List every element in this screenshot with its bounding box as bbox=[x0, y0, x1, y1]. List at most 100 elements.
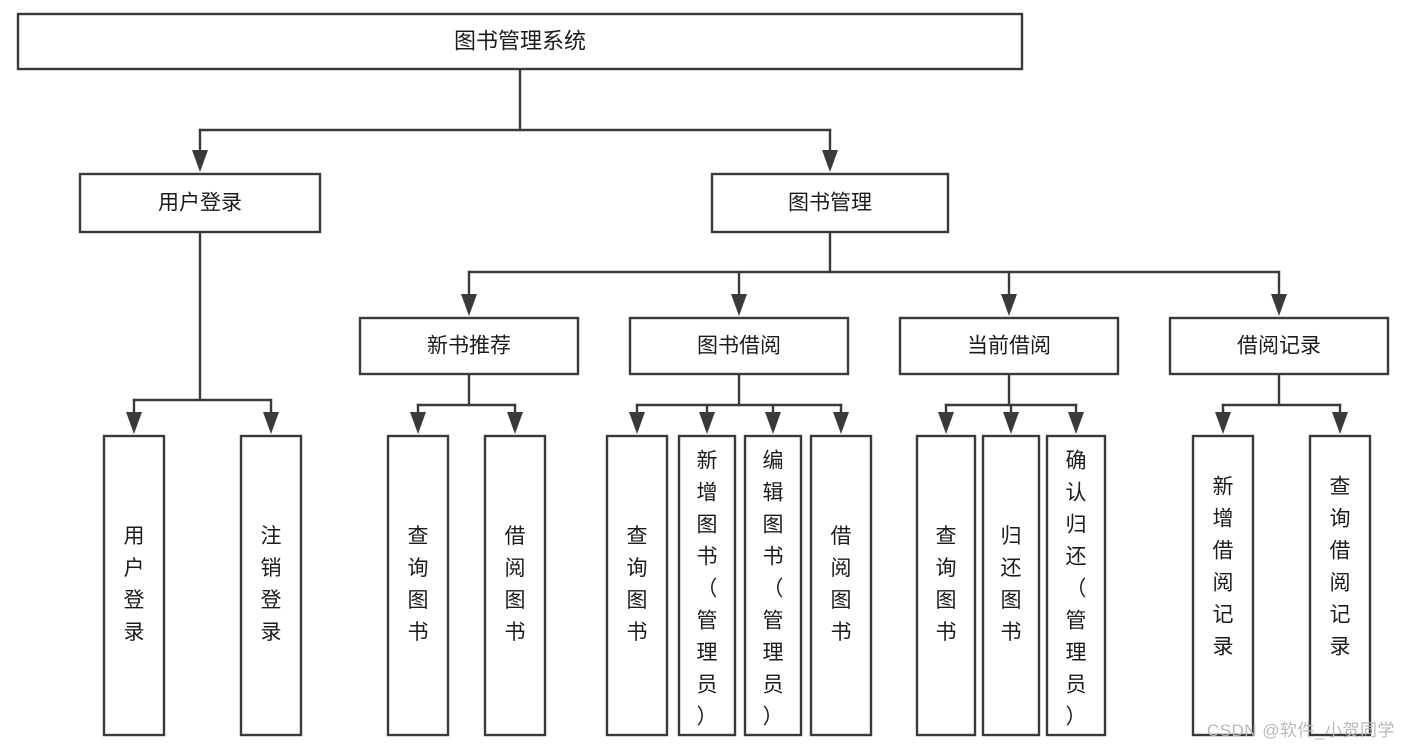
node-label-leaf-user-login: 用户登录 bbox=[124, 525, 145, 644]
node-box-new-book-rec bbox=[358, 316, 580, 376]
svg-text:查: 查 bbox=[408, 525, 429, 548]
svg-text:借: 借 bbox=[1330, 540, 1351, 563]
svg-text:查: 查 bbox=[1330, 476, 1351, 499]
svg-text:图: 图 bbox=[763, 514, 784, 537]
node-user-login[interactable]: 用户登录 bbox=[78, 172, 322, 234]
node-label-borrow-record: 借阅记录 bbox=[1237, 335, 1321, 358]
svg-text:员: 员 bbox=[1066, 674, 1087, 697]
svg-text:图: 图 bbox=[408, 589, 429, 612]
node-root[interactable]: 图书管理系统 bbox=[16, 12, 1024, 71]
svg-text:归: 归 bbox=[1001, 525, 1022, 548]
node-current-borrow[interactable]: 当前借阅 bbox=[898, 316, 1120, 376]
svg-text:阅: 阅 bbox=[1213, 572, 1234, 595]
node-box-leaf-logout-login bbox=[239, 434, 303, 737]
svg-text:）: ） bbox=[1066, 706, 1087, 729]
node-box-leaf-query-borrow-record bbox=[1308, 434, 1372, 737]
svg-text:认: 认 bbox=[1066, 482, 1087, 505]
node-box-leaf-user-login bbox=[102, 434, 166, 737]
svg-text:增: 增 bbox=[697, 482, 718, 505]
svg-text:书: 书 bbox=[1001, 621, 1022, 644]
svg-text:录: 录 bbox=[1330, 636, 1351, 659]
node-label-book-manage: 图书管理 bbox=[788, 192, 872, 215]
node-label-new-book-rec: 新书推荐 bbox=[427, 335, 511, 358]
svg-text:查: 查 bbox=[627, 525, 648, 548]
svg-text:录: 录 bbox=[261, 621, 282, 644]
svg-text:还: 还 bbox=[1001, 557, 1022, 580]
node-label-user-login: 用户登录 bbox=[158, 192, 242, 215]
svg-text:管: 管 bbox=[763, 610, 784, 633]
svg-text:）: ） bbox=[763, 706, 784, 729]
svg-text:还: 还 bbox=[1066, 546, 1087, 569]
svg-text:记: 记 bbox=[1330, 604, 1351, 627]
svg-text:询: 询 bbox=[408, 557, 429, 580]
node-box-leaf-query-book-1 bbox=[386, 434, 450, 737]
node-box-current-borrow bbox=[898, 316, 1120, 376]
svg-text:确: 确 bbox=[1066, 450, 1087, 473]
svg-text:理: 理 bbox=[697, 642, 718, 665]
node-box-book-borrow bbox=[628, 316, 850, 376]
node-box-leaf-add-borrow-record bbox=[1191, 434, 1255, 737]
svg-text:阅: 阅 bbox=[831, 557, 852, 580]
node-book-manage[interactable]: 图书管理 bbox=[710, 172, 950, 234]
node-leaf-user-login[interactable]: 用户登录 bbox=[102, 434, 166, 737]
svg-text:图: 图 bbox=[697, 514, 718, 537]
svg-text:新: 新 bbox=[697, 450, 718, 473]
node-new-book-rec[interactable]: 新书推荐 bbox=[358, 316, 580, 376]
node-label-current-borrow: 当前借阅 bbox=[967, 335, 1051, 358]
svg-text:（: （ bbox=[697, 578, 718, 601]
node-label-book-borrow: 图书借阅 bbox=[697, 335, 781, 358]
edge-layer bbox=[126, 67, 1348, 434]
svg-text:书: 书 bbox=[831, 621, 852, 644]
svg-text:用: 用 bbox=[124, 525, 145, 548]
svg-text:辑: 辑 bbox=[763, 482, 784, 505]
node-box-book-manage bbox=[710, 172, 950, 234]
node-box-user-login bbox=[78, 172, 322, 234]
svg-text:图: 图 bbox=[627, 589, 648, 612]
svg-text:记: 记 bbox=[1213, 604, 1234, 627]
svg-text:员: 员 bbox=[763, 674, 784, 697]
svg-text:户: 户 bbox=[124, 557, 145, 580]
svg-text:图: 图 bbox=[1001, 589, 1022, 612]
node-box-leaf-borrow-book-1 bbox=[483, 434, 547, 737]
svg-text:阅: 阅 bbox=[1330, 572, 1351, 595]
svg-text:查: 查 bbox=[936, 525, 957, 548]
svg-text:）: ） bbox=[697, 706, 718, 729]
node-borrow-record[interactable]: 借阅记录 bbox=[1168, 316, 1390, 376]
edge-group-current-borrow bbox=[938, 372, 1084, 434]
svg-text:书: 书 bbox=[697, 546, 718, 569]
svg-text:登: 登 bbox=[261, 589, 282, 612]
svg-text:书: 书 bbox=[763, 546, 784, 569]
svg-text:增: 增 bbox=[1213, 508, 1234, 531]
svg-text:图: 图 bbox=[505, 589, 526, 612]
svg-text:询: 询 bbox=[936, 557, 957, 580]
node-box-leaf-edit-book-admin bbox=[743, 434, 803, 737]
node-label-root: 图书管理系统 bbox=[454, 28, 586, 53]
svg-text:理: 理 bbox=[1066, 642, 1087, 665]
node-box-leaf-query-book-3 bbox=[915, 434, 977, 737]
svg-text:注: 注 bbox=[261, 525, 282, 548]
svg-text:理: 理 bbox=[763, 642, 784, 665]
node-book-borrow[interactable]: 图书借阅 bbox=[628, 316, 850, 376]
svg-text:阅: 阅 bbox=[505, 557, 526, 580]
svg-text:询: 询 bbox=[627, 557, 648, 580]
edge-group-new-book-rec bbox=[410, 372, 523, 434]
edge-group-borrow-record bbox=[1215, 372, 1348, 434]
